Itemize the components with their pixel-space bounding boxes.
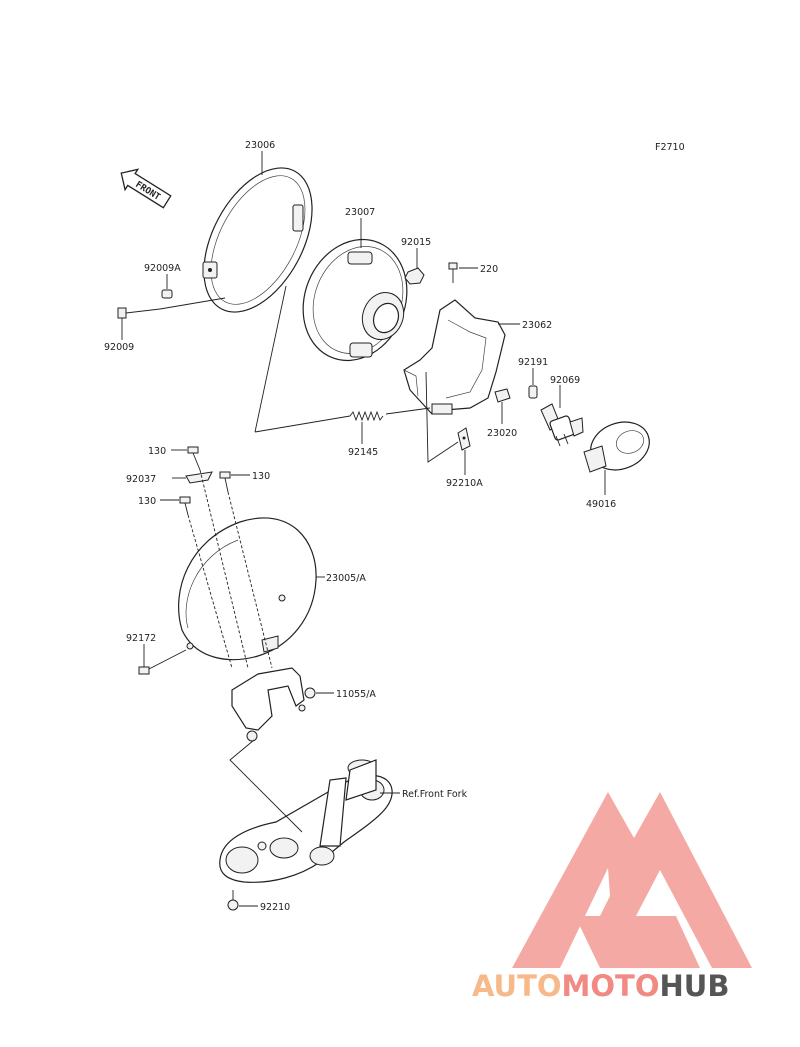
part-front-fork-crown: [219, 759, 393, 883]
part-92069-bulb: [540, 403, 584, 447]
label-49016: 49016: [586, 499, 616, 510]
part-23006-rim: [202, 167, 313, 313]
label-92037: 92037: [126, 474, 156, 485]
label-92009: 92009: [104, 342, 134, 353]
label-92015: 92015: [401, 237, 431, 248]
watermark-logo-mark: [512, 792, 752, 968]
label-130-c: 130: [138, 496, 156, 507]
part-130-screw-a: [187, 446, 201, 471]
label-92210A: 92210A: [446, 478, 483, 489]
watermark-word-moto: MOTO: [562, 969, 660, 1003]
label-92172: 92172: [126, 633, 156, 644]
watermark-logo-text: AUTOMOTOHUB: [472, 969, 729, 1003]
part-220-screw: [448, 262, 458, 283]
part-130-screw-c: [179, 496, 191, 516]
part-92037-plate: [185, 471, 213, 484]
watermark-word-hub: HUB: [660, 969, 730, 1003]
front-arrow-icon: FRONT: [120, 168, 172, 209]
part-49016-cover: [583, 421, 650, 473]
part-92009-bolt: [117, 307, 161, 319]
part-23020-holder: [494, 388, 511, 403]
label-92009A: 92009A: [144, 263, 181, 274]
part-23005A-shell: [178, 517, 317, 661]
part-92172-screw: [138, 649, 187, 675]
label-ref-front-fork: Ref.Front Fork: [402, 789, 468, 800]
label-23020: 23020: [487, 428, 517, 439]
part-92009A-bolt: [161, 289, 173, 299]
label-130-b: 130: [252, 471, 270, 482]
label-23062: 23062: [522, 320, 552, 331]
diagram-code: F2710: [655, 142, 685, 153]
part-130-screw-b: [219, 471, 231, 493]
part-92145-spring: [349, 410, 384, 422]
label-92069: 92069: [550, 375, 580, 386]
part-11055A-bracket: [231, 667, 316, 742]
label-23007: 23007: [345, 207, 375, 218]
label-92210: 92210: [260, 902, 290, 913]
part-92210-nut: [227, 890, 239, 911]
part-23007-reflector: [302, 238, 408, 362]
part-23062-bracket: [403, 299, 506, 415]
label-220: 220: [480, 264, 498, 275]
label-23006: 23006: [245, 140, 275, 151]
part-92191-pin: [528, 385, 538, 399]
watermark-word-auto: AUTO: [472, 969, 562, 1003]
label-130-a: 130: [148, 446, 166, 457]
label-11055A: 11055/A: [336, 689, 376, 700]
label-23005A: 23005/A: [326, 573, 366, 584]
part-92210A-clip: [457, 427, 471, 451]
svg-text:AUTOMOTOHUB: AUTOMOTOHUB: [472, 969, 729, 1003]
part-92015-nut: [404, 267, 425, 285]
label-92191: 92191: [518, 357, 548, 368]
label-92145: 92145: [348, 447, 378, 458]
